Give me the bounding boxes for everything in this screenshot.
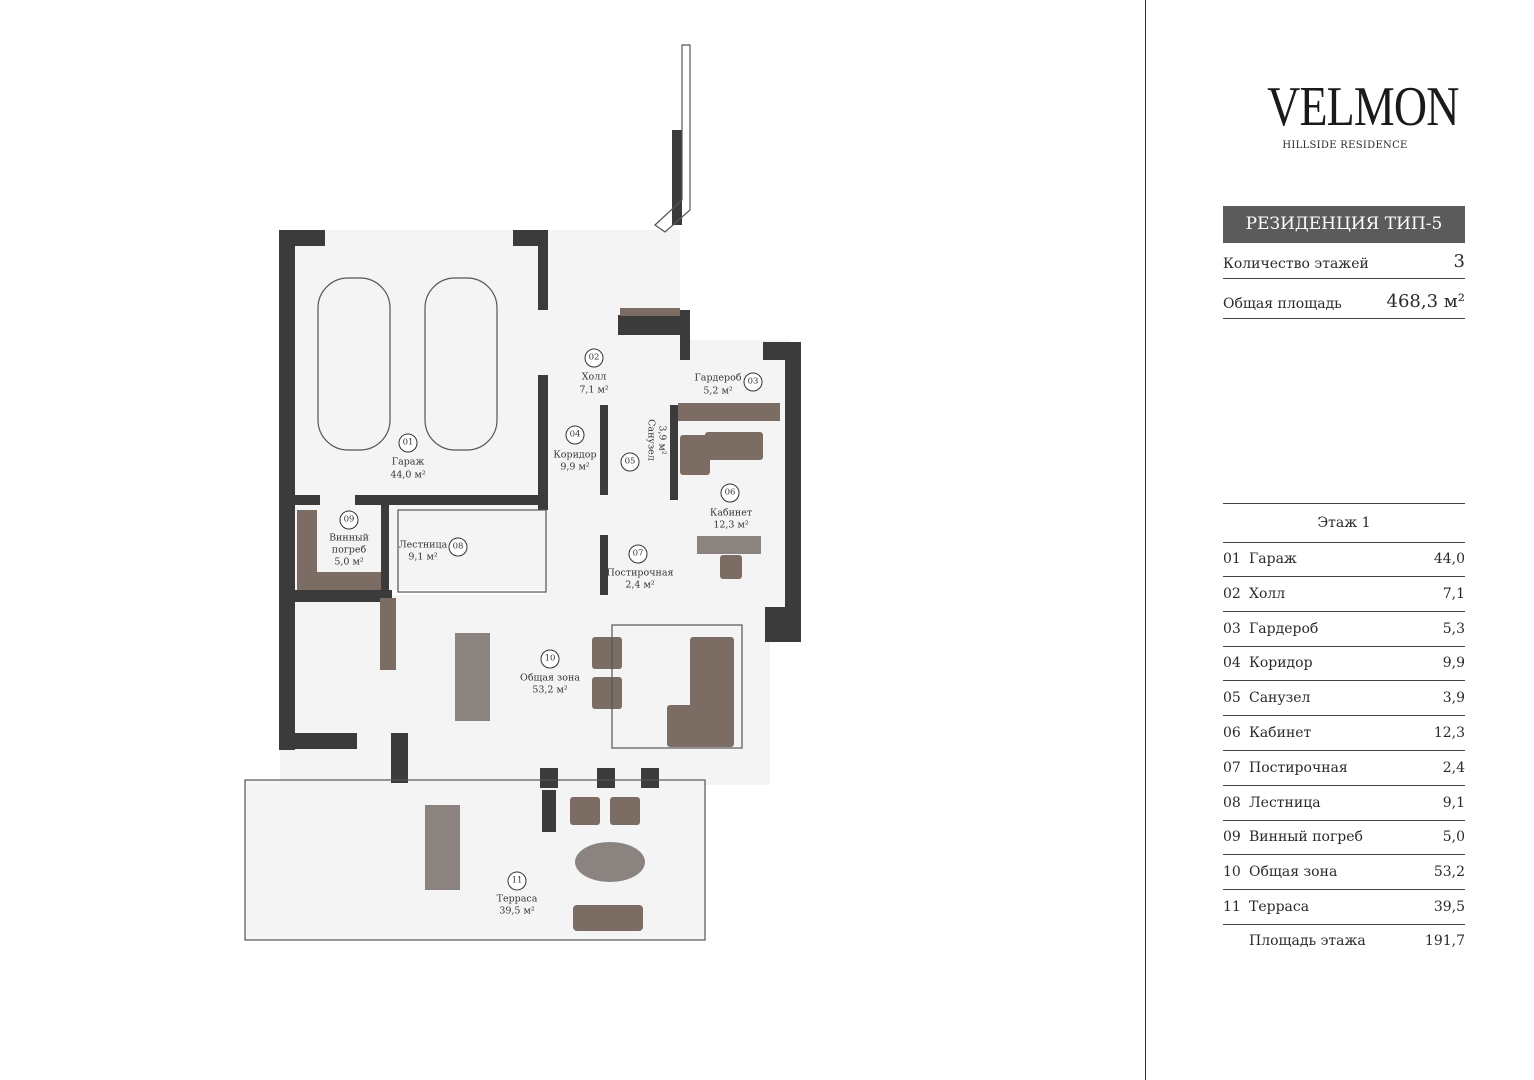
room-number: 09	[339, 510, 359, 530]
room-area: 39,5	[1433, 899, 1465, 915]
brand-name: VELMON	[1267, 76, 1459, 138]
room-area: 44,0 м²	[390, 469, 426, 481]
room-code: 08	[1223, 794, 1241, 811]
room-name: Коридор	[1249, 655, 1313, 672]
room-name: Гараж	[1249, 551, 1297, 567]
room-name: погреб	[331, 544, 367, 556]
car-outlines	[244, 44, 743, 941]
room-name: Винный погреб	[1249, 829, 1363, 846]
room-code: 03	[1223, 620, 1241, 637]
area-value: 468,3 м²	[1386, 291, 1465, 312]
room-name: Кабинет	[1249, 725, 1312, 741]
room-number: 07	[628, 544, 648, 564]
room-number: 02	[584, 348, 604, 368]
room-number: 05	[620, 452, 640, 472]
room-area: 9,1 м²	[408, 551, 438, 563]
room-code: 07	[1223, 759, 1241, 776]
floor-total-label: Площадь этажа	[1249, 933, 1366, 949]
room-code: 10	[1223, 864, 1241, 881]
brand-subtitle: HILLSIDE RESIDENCE	[1282, 140, 1408, 151]
tables	[425, 536, 761, 890]
room-name: Санузел	[1249, 690, 1311, 707]
panel-divider	[1145, 0, 1146, 1080]
room-code: 06	[1223, 725, 1241, 741]
room-area: 53,2	[1433, 864, 1465, 881]
room-area: 7,1	[1442, 585, 1465, 602]
room-name: Коридор	[553, 449, 597, 461]
room-number: 03	[743, 372, 763, 392]
room-area: 2,4 м²	[625, 579, 655, 591]
walls	[279, 130, 801, 832]
room-number: 04	[565, 425, 585, 445]
floors-value: 3	[1453, 251, 1465, 272]
room-name: Санузел	[645, 419, 657, 461]
room-number: 01	[398, 433, 418, 453]
room-name: Постирочная	[1249, 759, 1348, 776]
room-name: Лестница	[398, 539, 448, 551]
area-label: Общая площадь	[1223, 296, 1342, 312]
room-area: 5,0	[1442, 829, 1465, 846]
residence-title: РЕЗИДЕНЦИЯ ТИП-5	[1223, 206, 1465, 243]
room-area: 53,2 м²	[532, 684, 568, 696]
room-number: 06	[720, 483, 740, 503]
floors-label: Количество этажей	[1223, 256, 1369, 272]
room-code: 02	[1223, 585, 1241, 602]
brand-logo: VELMON HILLSIDE RESIDENCE	[1250, 76, 1459, 151]
floor-total-value: 191,7	[1424, 933, 1465, 949]
floor-title: Этаж 1	[1223, 503, 1465, 543]
room-row: 06 Кабинет 12,3	[1223, 716, 1465, 751]
room-row: 05 Санузел 3,9	[1223, 681, 1465, 717]
room-area: 5,3	[1442, 620, 1465, 637]
room-name: Холл	[1249, 585, 1286, 602]
room-code: 11	[1223, 899, 1241, 915]
room-name: Гардероб	[694, 372, 742, 384]
room-area: 3,9 м²	[656, 425, 668, 455]
area-row: Общая площадь 468,3 м²	[1223, 288, 1465, 319]
room-area: 44,0	[1433, 551, 1465, 567]
room-area: 12,3	[1433, 725, 1465, 741]
room-name: Терраса	[1249, 899, 1310, 915]
room-area: 5,0 м²	[334, 556, 364, 568]
room-name: Общая зона	[1249, 864, 1338, 881]
room-name: Кабинет	[709, 507, 753, 519]
room-name: Общая зона	[520, 672, 580, 684]
furniture	[297, 308, 780, 931]
room-row: 01 Гараж 44,0	[1223, 542, 1465, 577]
floors-row: Количество этажей 3	[1223, 250, 1465, 279]
room-area: 7,1 м²	[579, 384, 609, 396]
room-area: 9,9 м²	[560, 461, 590, 473]
room-row: 11 Терраса 39,5	[1223, 890, 1465, 925]
room-row: 02 Холл 7,1	[1223, 577, 1465, 612]
room-area: 9,9	[1442, 655, 1465, 672]
room-area: 5,2 м²	[703, 385, 733, 397]
room-area: 39,5 м²	[499, 905, 535, 917]
room-code: 05	[1223, 690, 1241, 707]
room-code: 09	[1223, 829, 1241, 846]
room-name: Гардероб	[1249, 620, 1319, 637]
room-number: 08	[448, 537, 468, 557]
floor-plan	[244, 44, 801, 941]
room-row: 09 Винный погреб 5,0	[1223, 820, 1465, 856]
room-row: 10 Общая зона 53,2	[1223, 855, 1465, 891]
room-name: Лестница	[1249, 794, 1321, 811]
room-name: Холл	[581, 371, 607, 383]
room-area: 9,1	[1442, 794, 1465, 811]
room-row: 07 Постирочная 2,4	[1223, 751, 1465, 786]
room-name: Постирочная	[606, 567, 674, 579]
room-number: 10	[540, 649, 560, 669]
room-row: 08 Лестница 9,1	[1223, 786, 1465, 821]
room-name: Терраса	[496, 893, 538, 905]
floor-total-row: Площадь этажа 191,7	[1249, 924, 1465, 958]
room-area: 2,4	[1442, 759, 1465, 776]
room-code: 01	[1223, 551, 1241, 567]
room-name: Винный	[329, 532, 369, 544]
room-area: 3,9	[1442, 690, 1465, 707]
room-area: 12,3 м²	[713, 519, 749, 531]
room-row: 03 Гардероб 5,3	[1223, 612, 1465, 647]
floor-area	[245, 230, 790, 940]
room-code: 04	[1223, 655, 1241, 672]
room-row: 04 Коридор 9,9	[1223, 646, 1465, 682]
room-number: 11	[507, 871, 527, 891]
room-name: Гараж	[391, 456, 425, 468]
